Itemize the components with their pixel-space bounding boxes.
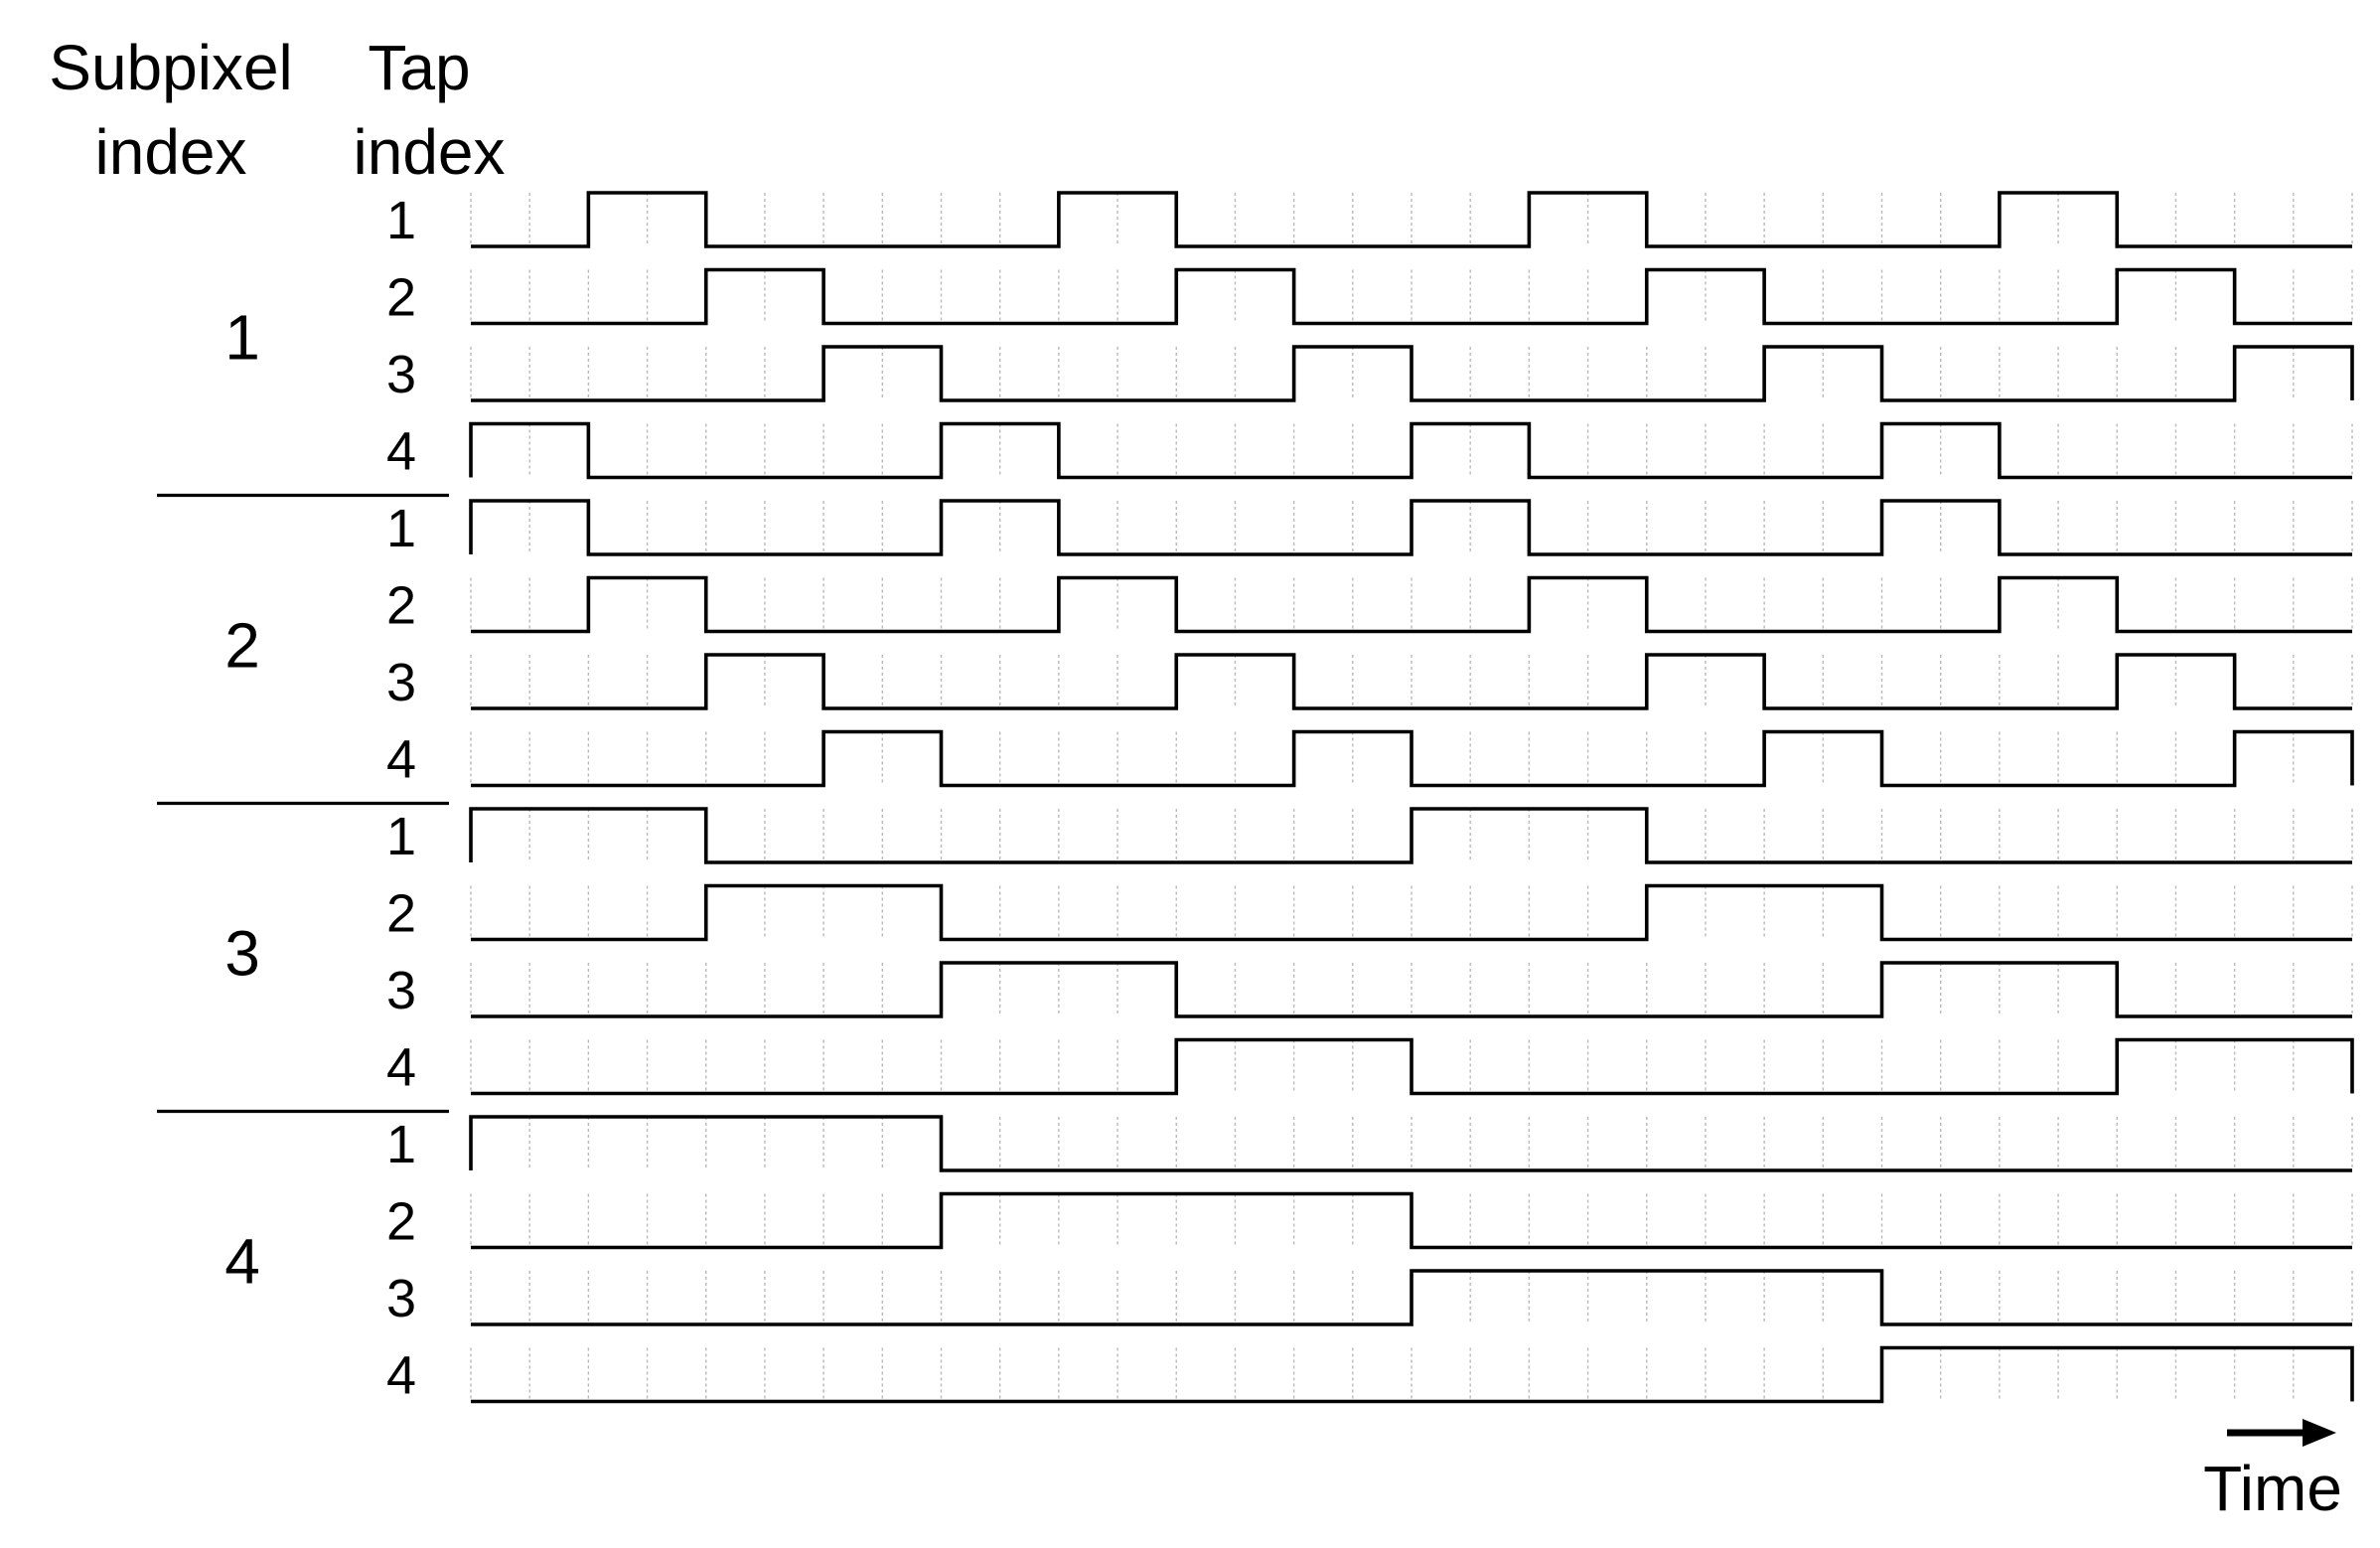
tap-index-label: 3: [386, 1269, 416, 1328]
tap-waveform: [471, 653, 2352, 710]
subpixel-groups: 1 2 3 4: [157, 301, 449, 1297]
subpixel-index-label: 4: [224, 1225, 260, 1297]
time-axis: Time: [2203, 1419, 2342, 1524]
tap-index-label: 1: [386, 807, 416, 866]
tap-waveform: [469, 1115, 2352, 1172]
subpixel-index-label: 2: [224, 609, 260, 681]
tap-index-label: 2: [386, 576, 416, 636]
tap-index-label: 3: [386, 345, 416, 404]
signal-row: 2: [386, 267, 2353, 328]
subpixel-header-line2: index: [95, 116, 247, 188]
tap-waveform: [471, 1191, 2352, 1250]
tap-waveform: [471, 883, 2352, 942]
tap-waveform: [471, 1345, 2354, 1404]
tap-waveform: [471, 267, 2352, 326]
signal-row: 3: [386, 345, 2354, 404]
tap-waveform: [471, 191, 2352, 248]
signal-row: 1: [386, 1115, 2353, 1174]
signal-row: 4: [386, 1345, 2354, 1406]
signal-row: 1: [386, 807, 2353, 866]
tap-index-label: 4: [386, 1038, 416, 1098]
tap-waveform: [471, 729, 2354, 788]
signal-row: 4: [386, 421, 2353, 482]
tap-index-label: 3: [386, 961, 416, 1020]
tap-index-label: 4: [386, 730, 416, 790]
tap-header-line1: Tap: [368, 32, 470, 103]
tap-index-label: 2: [386, 268, 416, 328]
signal-row: 2: [386, 1191, 2353, 1252]
tap-index-label: 1: [386, 499, 416, 558]
signal-row: 1: [386, 191, 2353, 250]
signal-row: 3: [386, 961, 2353, 1020]
tap-waveform: [469, 499, 2352, 556]
tap-header-line2: index: [354, 116, 506, 188]
signal-rows: 1 2 3 4 1 2 3 4 1 2 3 4 1 2 3 4: [386, 191, 2354, 1406]
tap-waveform: [469, 421, 2352, 480]
tap-waveform: [471, 1037, 2354, 1096]
subpixel-index-label: 1: [224, 301, 260, 373]
subpixel-header-line1: Subpixel: [49, 32, 293, 103]
subpixel-index-label: 3: [224, 917, 260, 989]
tap-waveform: [471, 575, 2352, 634]
signal-row: 3: [386, 653, 2353, 712]
signal-row: 4: [386, 1037, 2354, 1098]
tap-index-label: 4: [386, 422, 416, 482]
time-axis-label: Time: [2203, 1453, 2342, 1524]
signal-row: 3: [386, 1269, 2353, 1328]
tap-index-label: 1: [386, 191, 416, 250]
signal-row: 2: [386, 883, 2353, 944]
signal-row: 2: [386, 575, 2353, 636]
signal-row: 4: [386, 729, 2354, 790]
tap-index-label: 3: [386, 653, 416, 712]
tap-index-label: 2: [386, 884, 416, 944]
time-arrow-icon: [2303, 1419, 2336, 1447]
tap-index-label: 4: [386, 1346, 416, 1406]
tap-index-label: 1: [386, 1115, 416, 1174]
tap-waveform: [471, 1269, 2352, 1326]
tap-waveform: [469, 807, 2352, 864]
tap-waveform: [471, 345, 2354, 402]
signal-row: 1: [386, 499, 2353, 558]
tap-index-label: 2: [386, 1192, 416, 1252]
tap-waveform: [471, 961, 2352, 1018]
